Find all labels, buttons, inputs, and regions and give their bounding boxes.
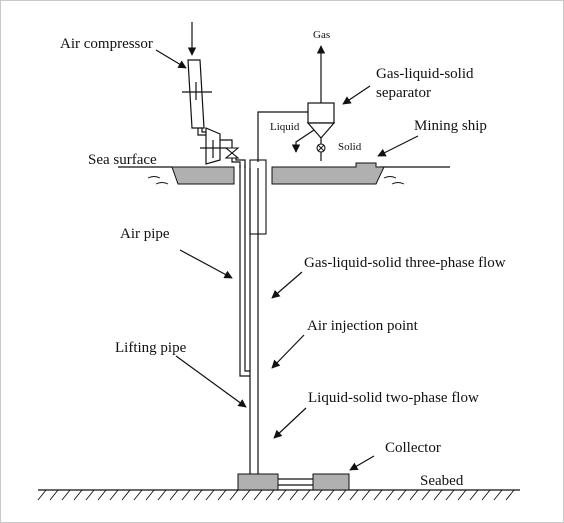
- air-compressor: [182, 22, 246, 168]
- separator: [257, 45, 336, 162]
- pointer-arrows: [155, 49, 419, 471]
- air-pipe: [239, 165, 250, 377]
- label-collector: Collector: [385, 440, 441, 456]
- label-separator-line1: Gas-liquid-solid: [376, 66, 474, 82]
- label-mining-ship: Mining ship: [414, 118, 487, 134]
- collector: [237, 473, 350, 491]
- label-lifting-pipe: Lifting pipe: [115, 340, 187, 356]
- label-liquid: Liquid: [270, 121, 300, 133]
- label-air-injection-point: Air injection point: [307, 318, 419, 334]
- mining-ship: [171, 162, 385, 185]
- sea-surface: [118, 166, 450, 185]
- label-gas: Gas: [313, 29, 330, 41]
- label-solid: Solid: [338, 141, 362, 153]
- label-two-phase-flow: Liquid-solid two-phase flow: [308, 390, 479, 406]
- label-separator-line2: separator: [376, 85, 431, 101]
- label-three-phase-flow: Gas-liquid-solid three-phase flow: [304, 255, 506, 271]
- label-air-compressor: Air compressor: [60, 36, 153, 52]
- label-seabed: Seabed: [420, 473, 464, 489]
- lifting-pipe: [249, 159, 267, 474]
- label-sea-surface: Sea surface: [88, 152, 157, 168]
- seabed: [37, 489, 520, 501]
- label-air-pipe: Air pipe: [120, 226, 170, 242]
